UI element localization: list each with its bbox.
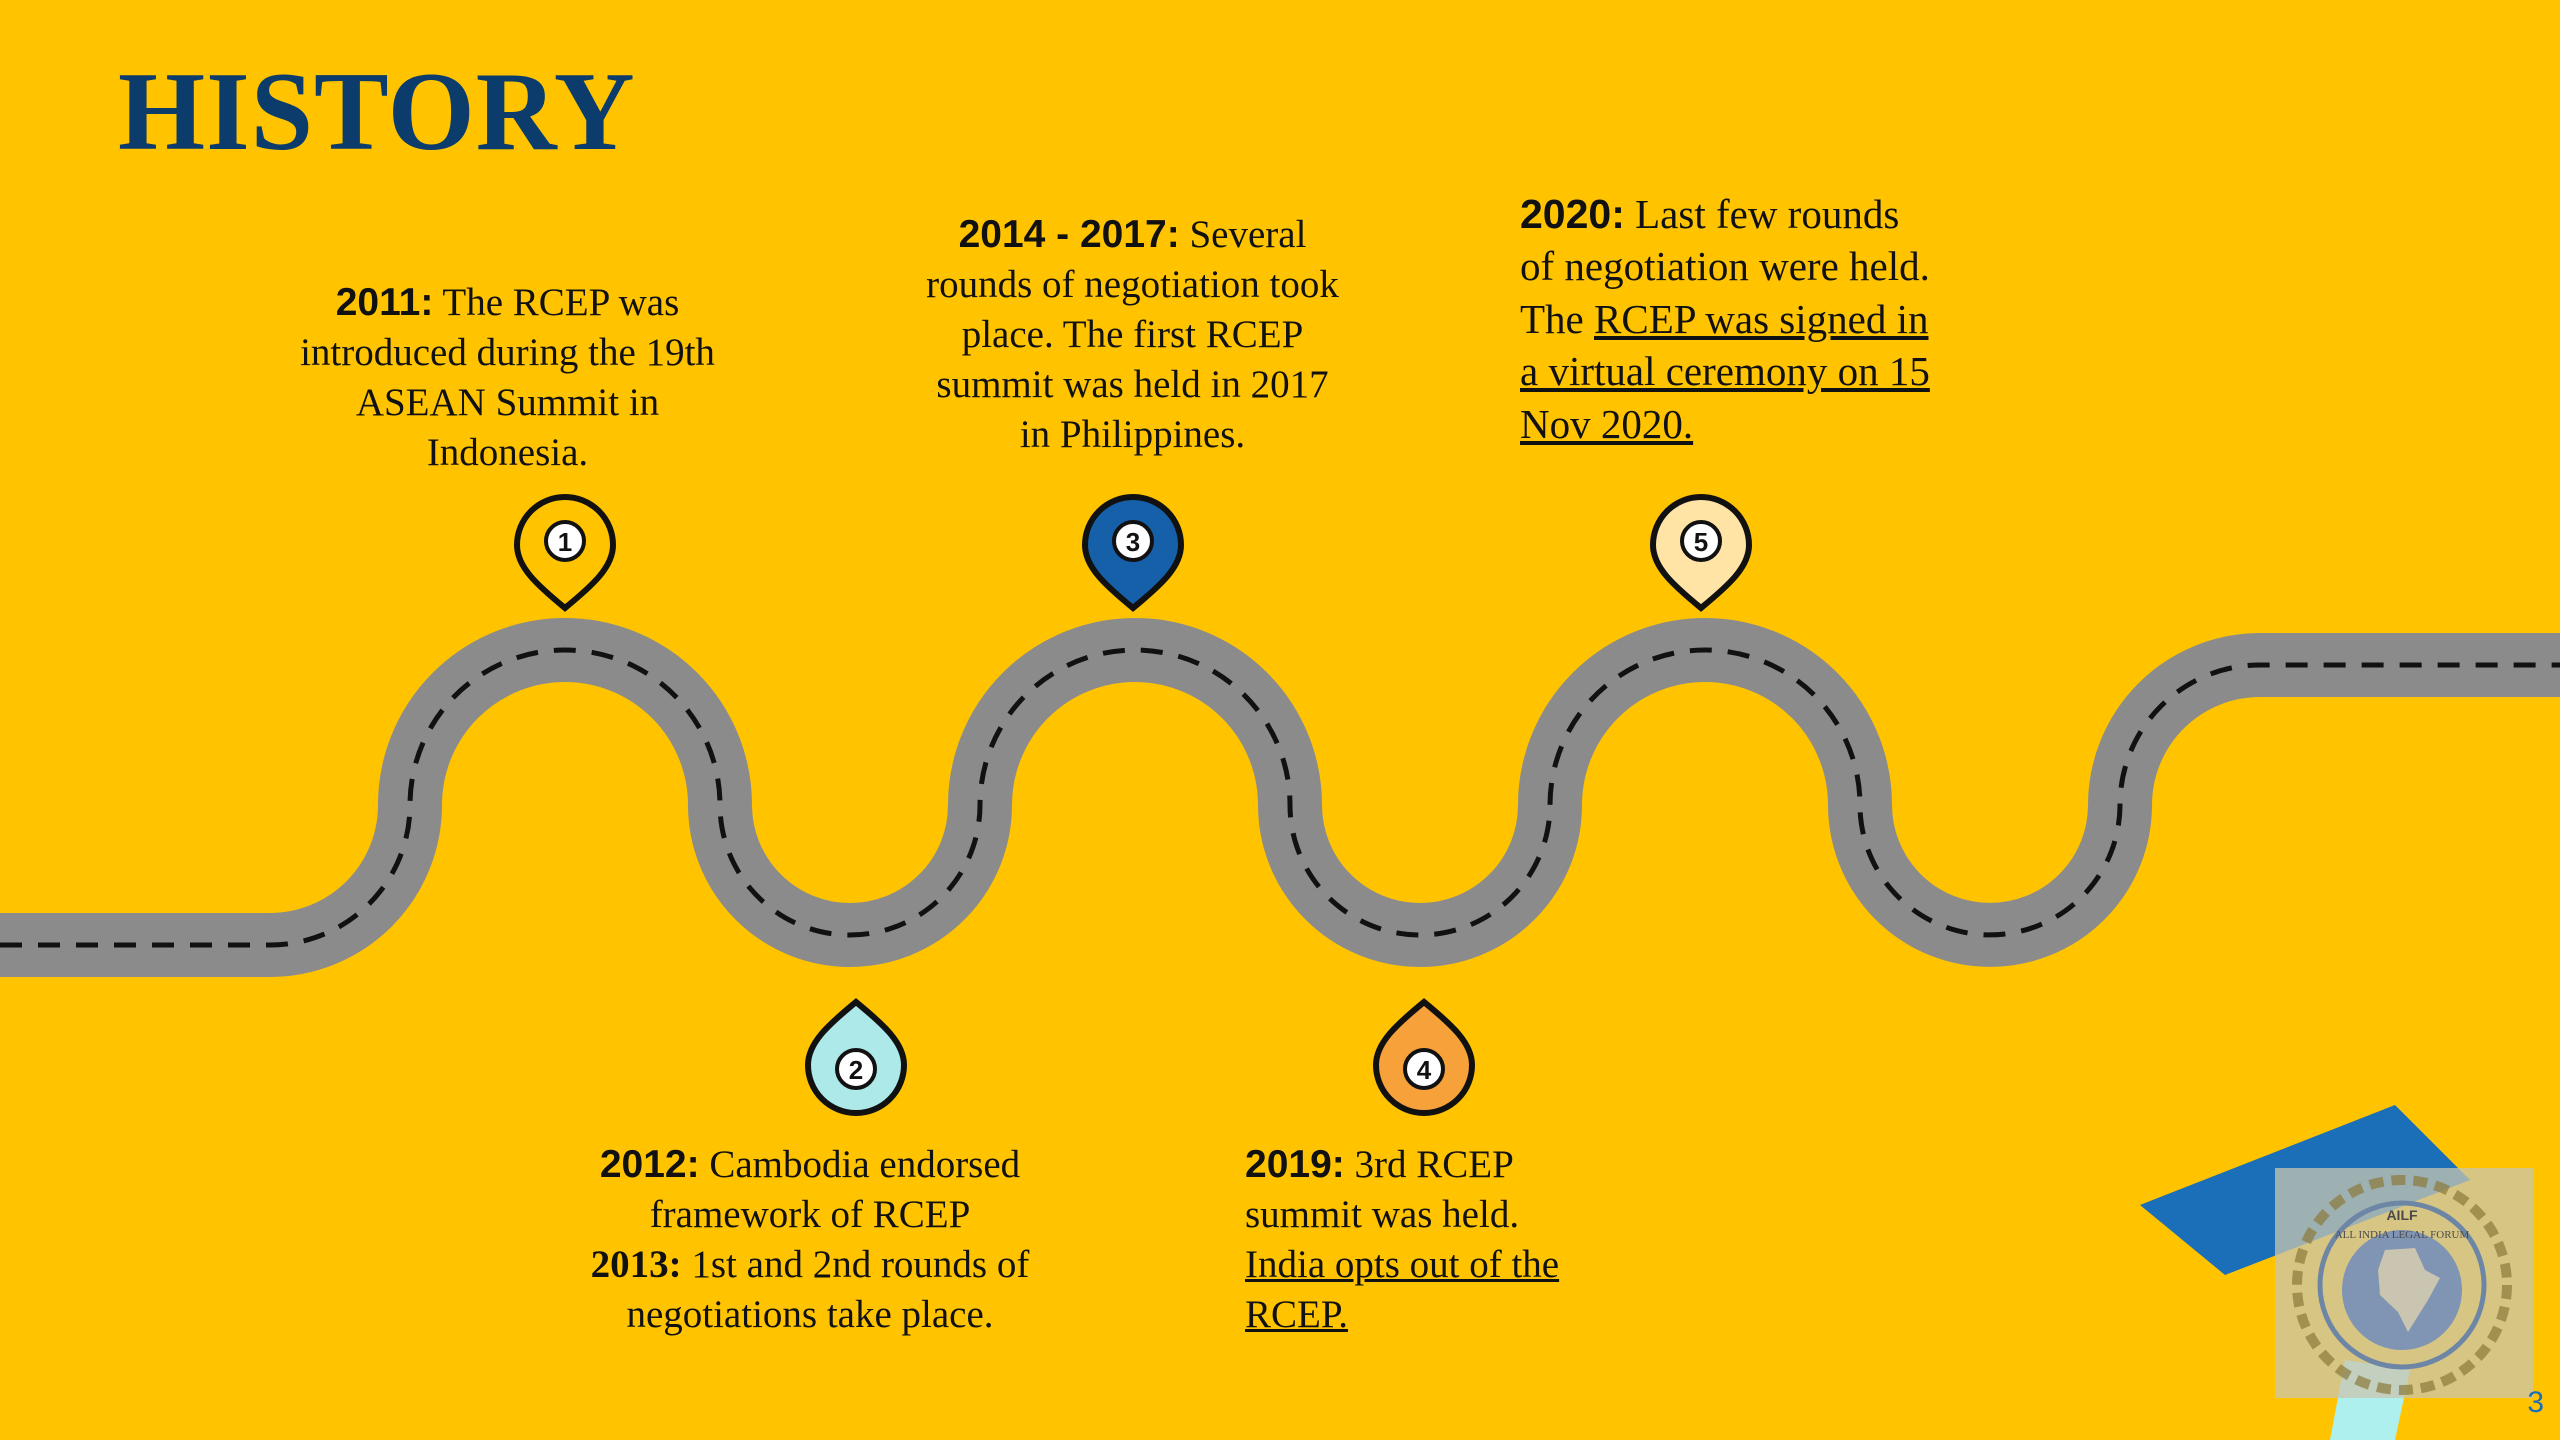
pin-3-number: 3 xyxy=(1126,527,1140,557)
event-2011: 2011: The RCEP was introduced during the… xyxy=(290,278,725,478)
logo-name: AILF xyxy=(2386,1207,2418,1223)
event-2014-2017: 2014 - 2017: Several rounds of negotiati… xyxy=(925,210,1340,460)
event-2014-year: 2014 - 2017: xyxy=(958,213,1180,256)
event-2019-year: 2019: xyxy=(1245,1143,1345,1186)
pin-2: 2 xyxy=(804,998,908,1116)
event-2011-year: 2011: xyxy=(335,281,434,324)
pin-3-badge xyxy=(1112,520,1154,562)
pin-4: 4 xyxy=(1372,998,1476,1116)
road-centerline xyxy=(0,647,2560,948)
pin-5-number: 5 xyxy=(1694,527,1708,557)
event-2014-text: Several rounds of negotiation took place… xyxy=(926,213,1339,456)
pin-2-number: 2 xyxy=(849,1055,863,1085)
event-2019-link[interactable]: India opts out of the RCEP. xyxy=(1245,1242,1560,1336)
logo-ring xyxy=(2317,1200,2487,1370)
event-2020-text: Last few rounds of negotiation were held… xyxy=(1520,191,1930,342)
india-map-icon xyxy=(2378,1248,2440,1332)
pin-1-badge xyxy=(544,520,586,562)
event-2012-2013: 2012: Cambodia endorsed framework of RCE… xyxy=(580,1140,1040,1340)
event-2020: 2020: Last few rounds of negotiation wer… xyxy=(1520,188,1940,450)
event-2020-year: 2020: xyxy=(1520,191,1625,237)
page-title: HISTORY xyxy=(118,50,636,174)
pin-5: 5 xyxy=(1649,494,1753,612)
ailf-logo: AILF ALL INDIA LEGAL FORUM xyxy=(2275,1168,2533,1398)
event-2012-text: Cambodia endorsed framework of RCEP xyxy=(649,1143,1021,1236)
event-2019: 2019: 3rd RCEP summit was held. India op… xyxy=(1245,1140,1625,1340)
pin-1-number: 1 xyxy=(558,527,572,557)
event-2012-year: 2012: xyxy=(599,1143,700,1186)
pin-4-badge xyxy=(1403,1048,1445,1090)
logo-wreath xyxy=(2292,1175,2512,1395)
pin-2-badge xyxy=(835,1048,877,1090)
logo-caption: ALL INDIA LEGAL FORUM xyxy=(2335,1229,2470,1241)
event-2013-text: 1st and 2nd rounds of negotiations take … xyxy=(626,1242,1030,1336)
event-2019-text: 3rd RCEP summit was held. xyxy=(1245,1143,1520,1236)
road-surface xyxy=(0,618,2560,977)
slide-number: 3 xyxy=(2527,1386,2544,1419)
event-2020-link[interactable]: RCEP was signed in a virtual ceremony on… xyxy=(1520,295,1930,447)
pin-1: 1 xyxy=(513,494,617,612)
event-2011-text: The RCEP was introduced during the 19th … xyxy=(300,281,715,474)
pin-3: 3 xyxy=(1081,494,1185,612)
event-2013-year: 2013: xyxy=(590,1242,682,1286)
pin-4-number: 4 xyxy=(1417,1055,1432,1085)
pin-5-badge xyxy=(1680,520,1722,562)
